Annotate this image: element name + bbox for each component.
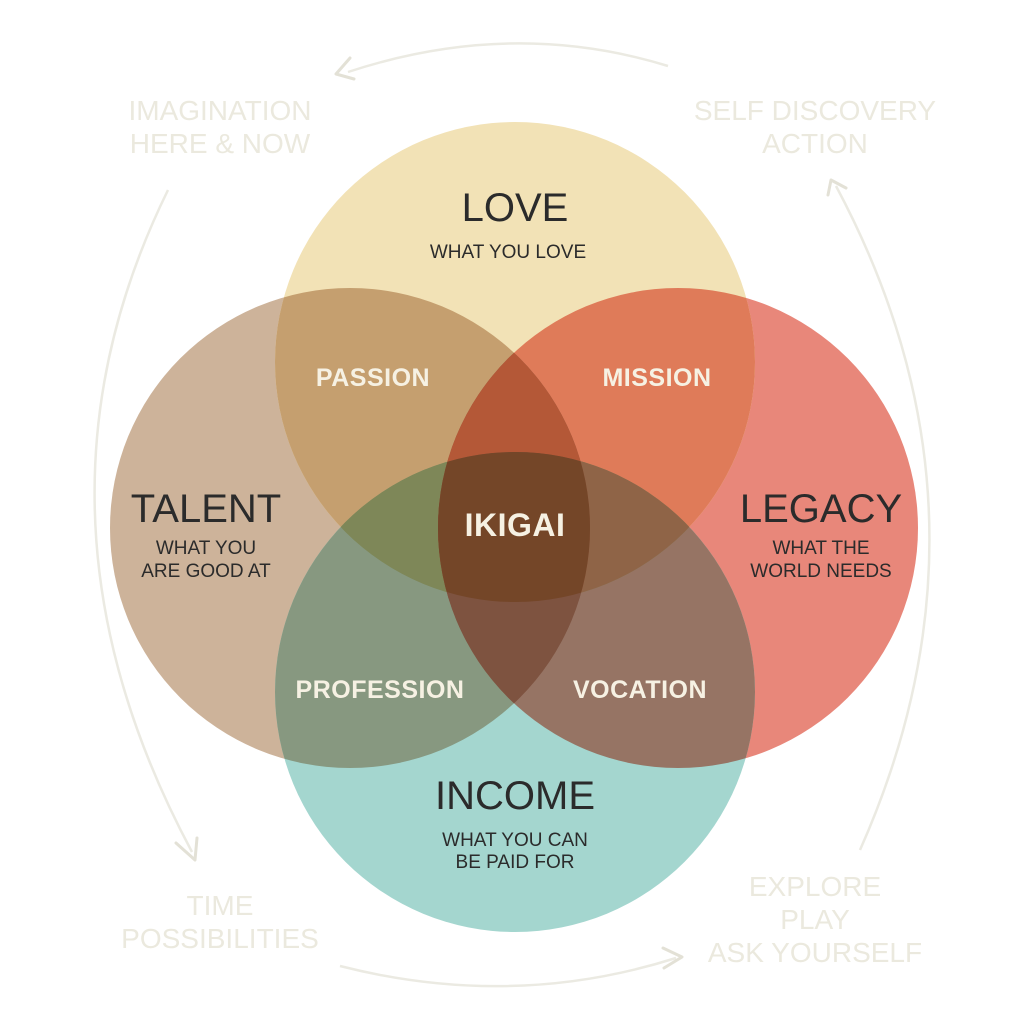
talent-title: TALENT bbox=[131, 487, 281, 531]
outer-arc-bottom bbox=[339, 956, 677, 988]
arrow-top-icon bbox=[334, 56, 356, 81]
corner-top-right-line2: ACTION bbox=[762, 128, 868, 159]
corner-bottom-right-line2: PLAY bbox=[780, 904, 850, 935]
outer-cycle bbox=[93, 42, 931, 988]
corner-top-right-line1: SELF DISCOVERY bbox=[694, 95, 937, 126]
mission-label: MISSION bbox=[602, 364, 711, 392]
legacy-subtitle-line1: WHAT THE bbox=[772, 538, 869, 559]
profession-label: PROFESSION bbox=[296, 676, 465, 704]
outer-arc-left bbox=[93, 189, 194, 853]
corner-top-left-line2: HERE & NOW bbox=[130, 128, 311, 159]
income-subtitle-line2: BE PAID FOR bbox=[456, 852, 575, 873]
outer-arc-top bbox=[347, 42, 669, 74]
talent-legacy-income-overlap bbox=[438, 452, 590, 768]
talent-subtitle-line1: WHAT YOU bbox=[156, 538, 256, 559]
income-title: INCOME bbox=[435, 774, 595, 818]
outer-arc-right bbox=[834, 185, 931, 851]
arrow-right-icon bbox=[826, 178, 848, 197]
ikigai-label: IKIGAI bbox=[465, 507, 566, 543]
corner-bottom-left-line2: POSSIBILITIES bbox=[121, 923, 319, 954]
passion-label: PASSION bbox=[316, 364, 430, 392]
income-subtitle-line1: WHAT YOU CAN bbox=[442, 830, 588, 851]
arrow-left-icon bbox=[174, 836, 199, 862]
legacy-title: LEGACY bbox=[740, 487, 902, 531]
love-title: LOVE bbox=[462, 186, 569, 230]
corner-bottom-left-line1: TIME bbox=[187, 890, 254, 921]
corner-bottom-right-line3: ASK YOURSELF bbox=[708, 937, 922, 968]
corner-top-left-line1: IMAGINATION bbox=[128, 95, 311, 126]
legacy-subtitle-line2: WORLD NEEDS bbox=[750, 561, 891, 582]
love-subtitle: WHAT YOU LOVE bbox=[430, 242, 586, 263]
corner-bottom-right-line1: EXPLORE bbox=[749, 871, 881, 902]
vocation-label: VOCATION bbox=[573, 676, 707, 704]
arrow-bottom-icon bbox=[661, 946, 684, 970]
talent-subtitle-line2: ARE GOOD AT bbox=[141, 561, 271, 582]
